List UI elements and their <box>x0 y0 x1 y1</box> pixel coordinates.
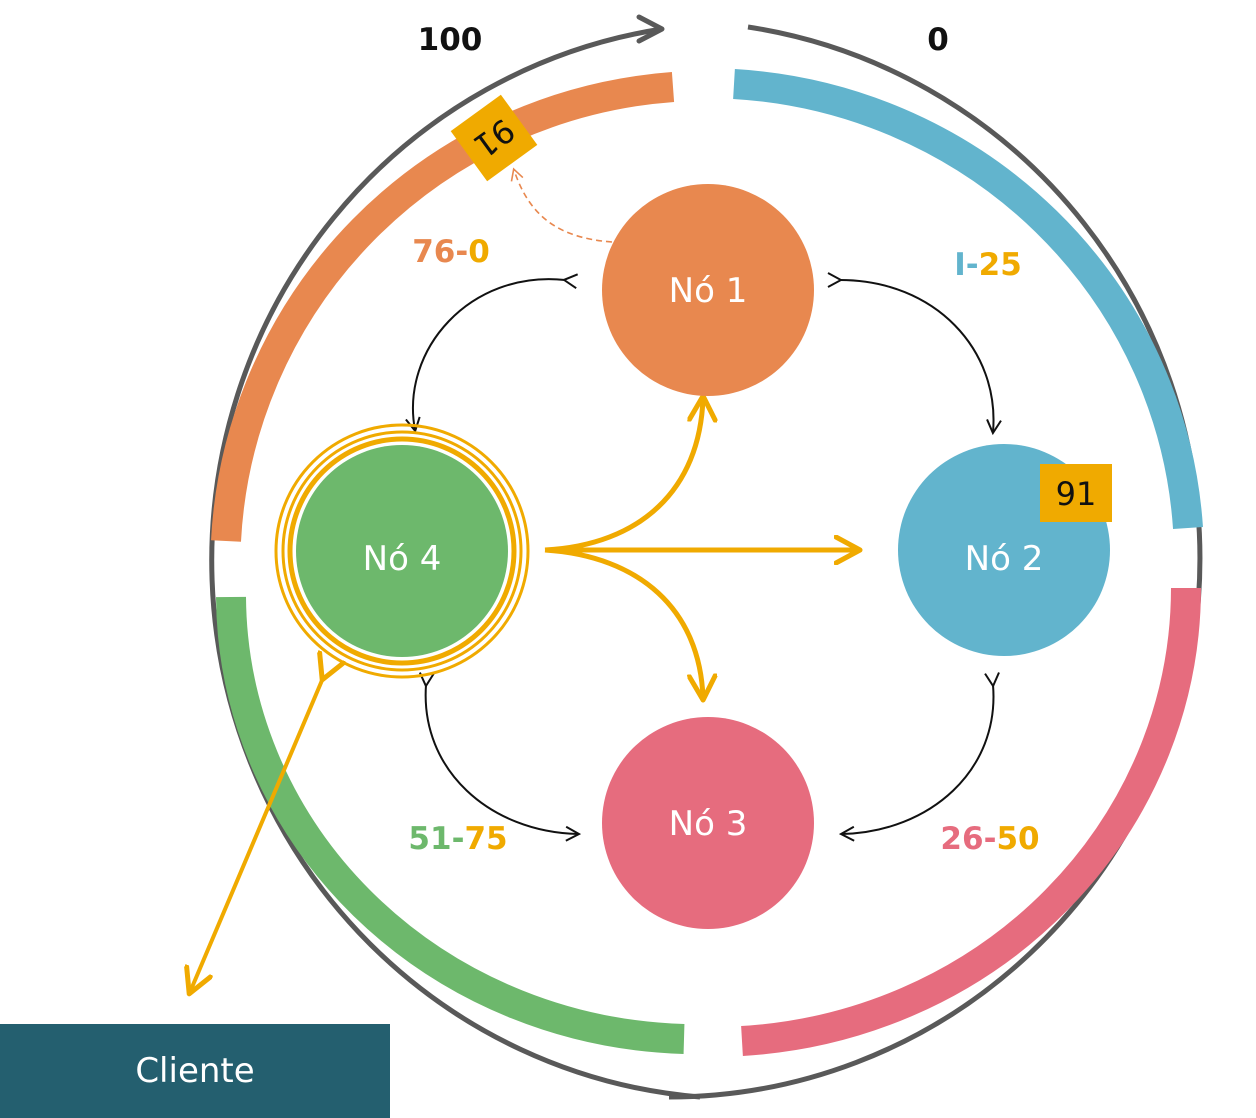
scale-start-label: 100 <box>418 22 483 58</box>
node3-label: Nó 3 <box>669 804 748 844</box>
link-node2-node3 <box>842 685 993 834</box>
link-node1-node2 <box>840 280 994 432</box>
node1-circle[interactable] <box>602 184 814 396</box>
outer-ring-left <box>209 26 701 1100</box>
node2-label: Nó 2 <box>965 539 1044 579</box>
outer-ring-arrowhead <box>636 14 665 44</box>
range-band-node2 <box>733 69 1203 530</box>
replicate-node4-to-node3 <box>544 547 703 698</box>
link-node1-node4 <box>413 279 565 430</box>
range-band-node3 <box>741 587 1201 1056</box>
key-lookup-dashed-arrow <box>510 167 613 243</box>
replicate-node4-to-node1 <box>544 398 703 553</box>
node1-label: Nó 1 <box>669 271 748 311</box>
node4-label: Nó 4 <box>363 539 442 579</box>
node4-highlight-rings <box>274 423 530 679</box>
range-label-node4: 51-75 <box>408 821 507 857</box>
node3-circle[interactable] <box>602 717 814 929</box>
key-badge-node2: 91 <box>1040 464 1112 522</box>
client-node4-link <box>190 678 323 992</box>
scale-end-label: 0 <box>927 22 949 58</box>
range-label-node3: 26-50 <box>940 821 1039 857</box>
range-label-node1: 76-0 <box>412 234 490 270</box>
link-node4-node3 <box>426 685 578 834</box>
range-band-node1 <box>211 72 675 542</box>
key-badge-node2-value: 91 <box>1056 475 1097 513</box>
node4-circle[interactable] <box>296 445 508 657</box>
client-label: Cliente <box>135 1051 255 1091</box>
range-label-node2: I-25 <box>954 247 1022 283</box>
client-box[interactable]: Cliente <box>0 1024 390 1118</box>
key-badge-ring: 91 <box>450 94 538 182</box>
